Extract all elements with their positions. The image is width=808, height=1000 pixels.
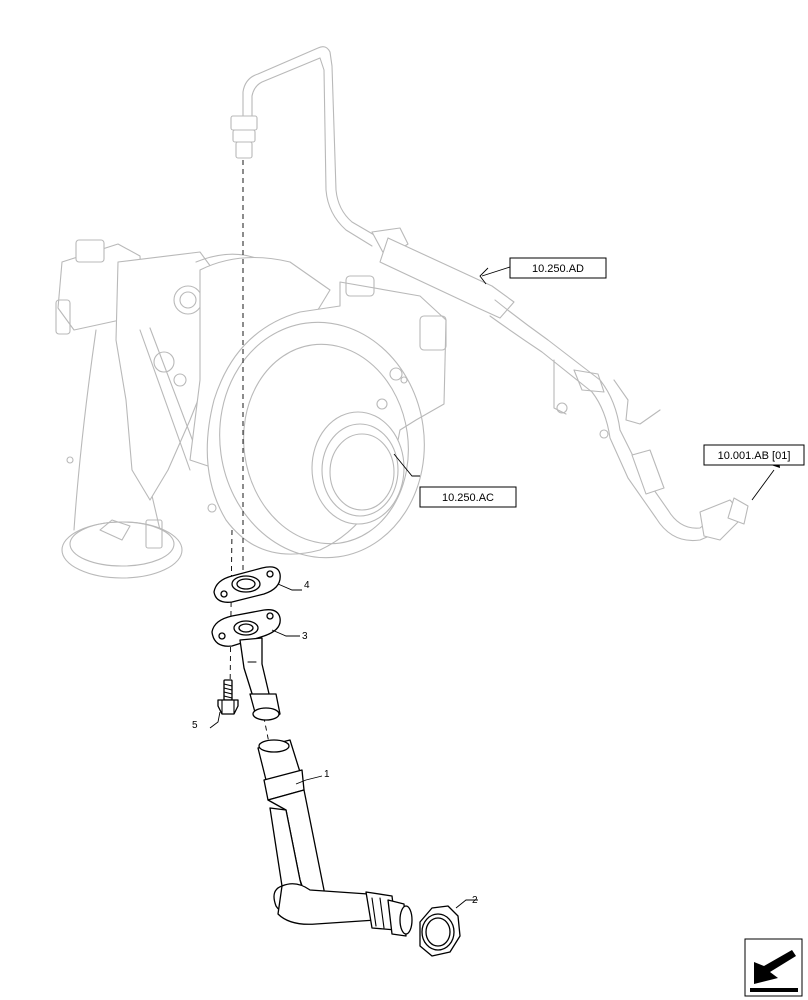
leader-lines bbox=[209, 266, 775, 909]
drain-hose-item-1 bbox=[257, 739, 413, 937]
callout-1: 1 bbox=[324, 769, 330, 780]
seal-washer-item-2 bbox=[419, 905, 461, 957]
ref-box-10-001-ab[interactable]: 10.001.AB [01] bbox=[703, 444, 805, 466]
ref-label-10-250-ad: 10.250.AD bbox=[532, 263, 584, 275]
gasket-item-4 bbox=[213, 566, 281, 603]
return-arrow-icon[interactable] bbox=[744, 938, 803, 997]
flange-tube-item-3 bbox=[211, 609, 281, 721]
turbocharger-ghost bbox=[55, 239, 447, 579]
callout-5: 5 bbox=[192, 720, 198, 731]
callout-2: 2 bbox=[472, 895, 478, 906]
callout-4: 4 bbox=[304, 580, 310, 591]
ref-label-10-001-ab: 10.001.AB [01] bbox=[718, 450, 791, 462]
ref-box-10-250-ac[interactable]: 10.250.AC bbox=[419, 486, 517, 508]
ref-box-10-250-ad[interactable]: 10.250.AD bbox=[509, 257, 607, 279]
assembly-centerlines bbox=[229, 160, 271, 749]
ref-label-10-250-ac: 10.250.AC bbox=[442, 492, 494, 504]
callout-3: 3 bbox=[302, 631, 308, 642]
oil-feed-pipe-ghost bbox=[230, 46, 749, 542]
bolt-item-5 bbox=[217, 679, 239, 715]
